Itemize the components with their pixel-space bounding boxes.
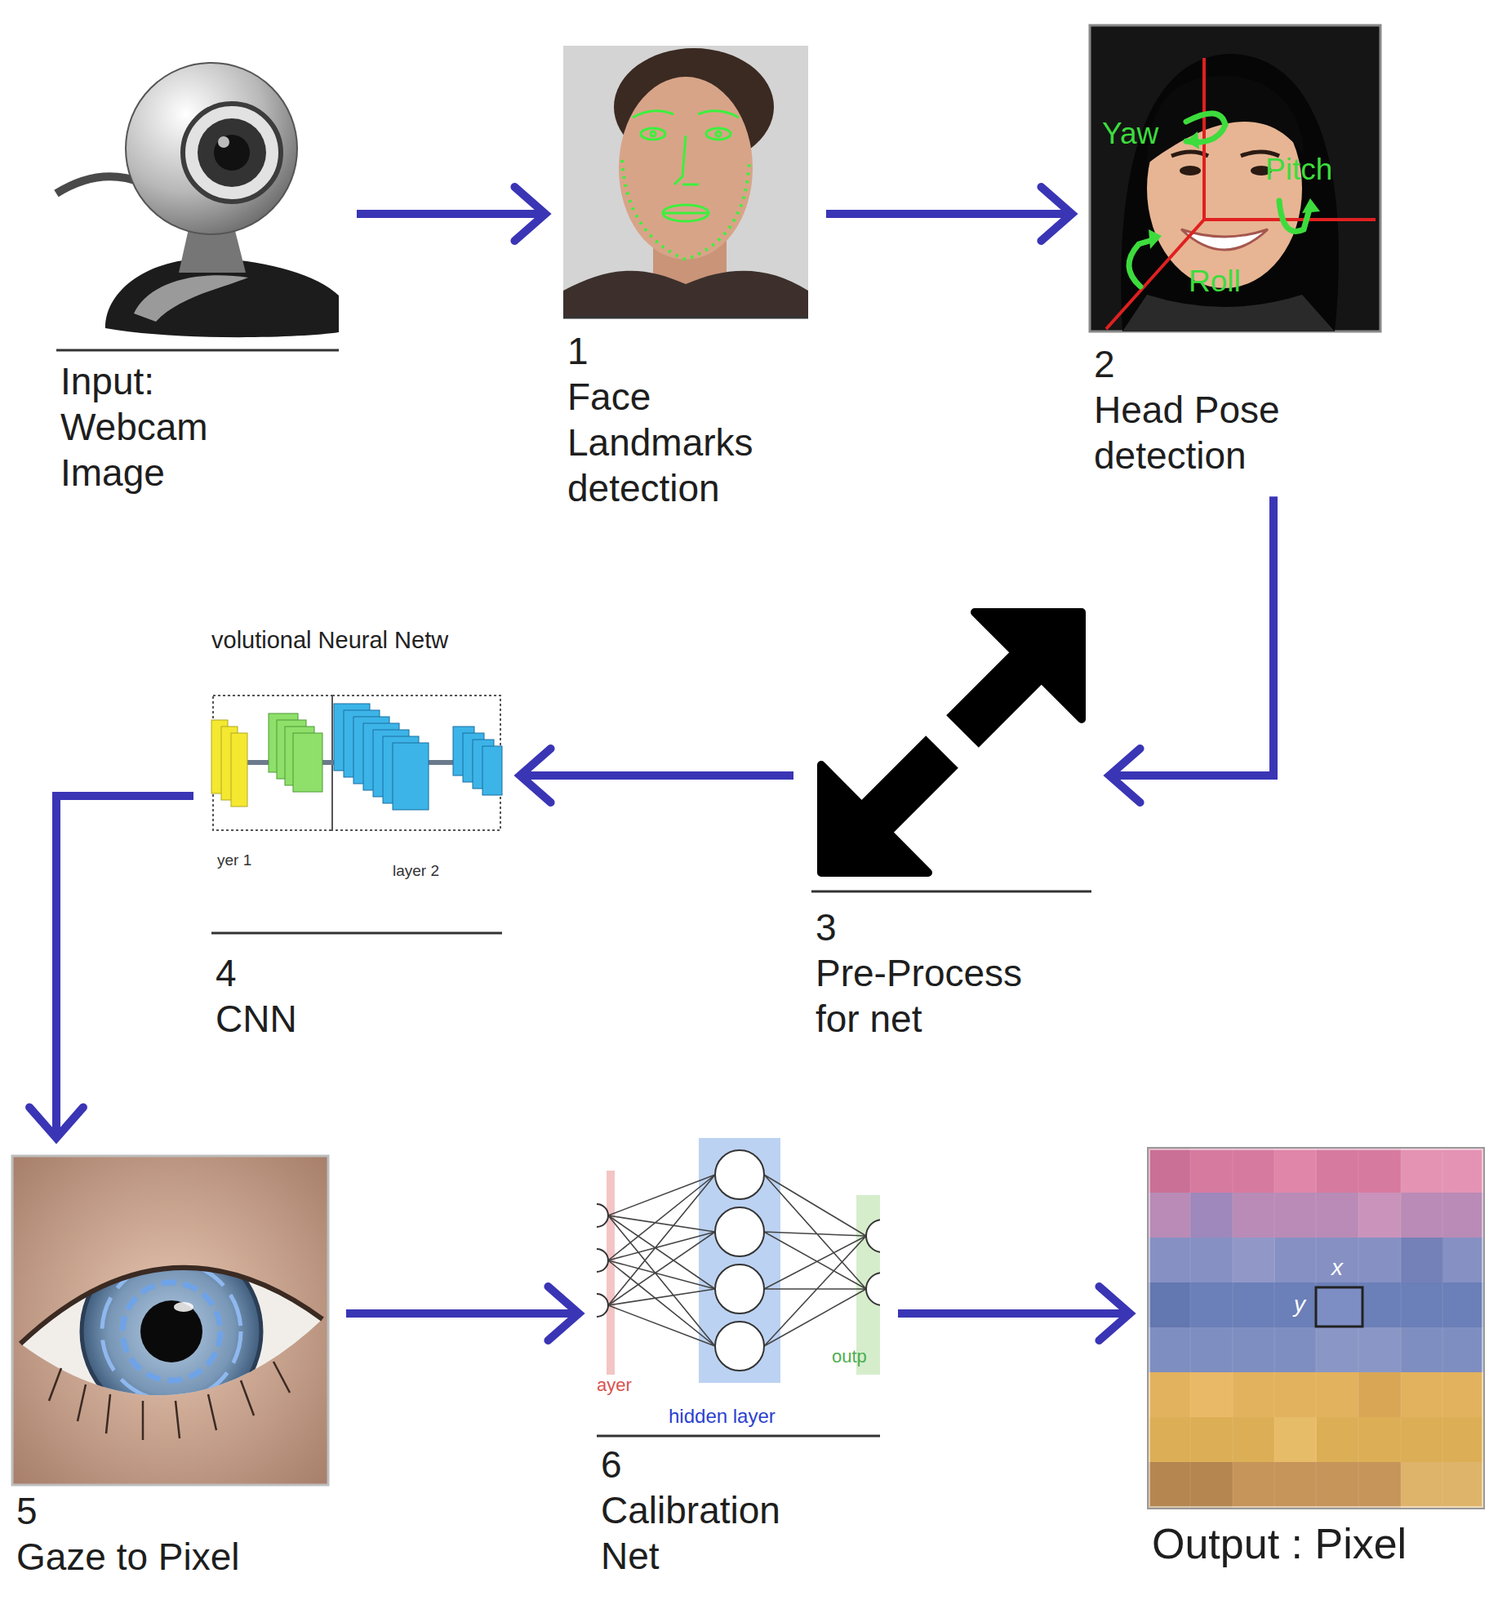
image-label: y: [1293, 1292, 1306, 1318]
image-area: [1147, 1147, 1485, 1519]
resize-icon: [811, 612, 1092, 892]
arrow-head: [1098, 1286, 1130, 1341]
arrow-shaft: [1109, 496, 1274, 776]
arrow-shaft: [897, 1309, 1130, 1318]
image-area: [12, 1155, 329, 1489]
arrow-head: [29, 1106, 84, 1138]
arrow-head: [1109, 748, 1141, 803]
flow-arrow: [346, 1286, 579, 1341]
image-area: [596, 1137, 881, 1442]
image-label: ayer: [596, 1375, 632, 1396]
arrow-shaft: [356, 209, 546, 218]
arrow-head: [514, 186, 546, 241]
step-number: 4: [211, 950, 461, 996]
step-number: 3: [811, 904, 1061, 951]
step-caption: Pre-Process for net: [811, 950, 1061, 1042]
flow-arrow: [356, 186, 546, 241]
pipeline-step: 6Calibration Net: [596, 1137, 881, 1579]
image-area: [56, 50, 339, 359]
head-pose-picture: [1089, 25, 1381, 332]
arrow-shaft: [346, 1309, 579, 1318]
image-label: Pitch: [1265, 153, 1333, 187]
image-area: [211, 622, 503, 951]
image-area: [811, 607, 1092, 905]
pipeline-step: 3Pre-Process for net: [811, 607, 1092, 1042]
image-label: Yaw: [1102, 117, 1159, 152]
image-label: outp: [831, 1346, 867, 1367]
flow-arrow: [29, 795, 194, 1138]
arrow-head: [520, 748, 552, 803]
face-picture: [563, 45, 809, 319]
image-area: [563, 45, 809, 329]
arrow-shaft: [56, 795, 194, 1138]
arrow-head: [1040, 186, 1072, 241]
pipeline-step: Input: Webcam Image: [56, 50, 339, 496]
pipeline-step: Output : Pixel: [1147, 1147, 1485, 1570]
step-caption: Input: Webcam Image: [56, 358, 289, 496]
pipeline-step: 2Head Pose detection: [1089, 25, 1381, 479]
webcam-picture: [56, 50, 339, 352]
network-picture: [585, 1137, 899, 1437]
eye-picture: [12, 1155, 329, 1485]
arrow-shaft: [520, 771, 794, 780]
flow-arrow: [897, 1286, 1130, 1341]
step-caption: CNN: [211, 995, 461, 1042]
pipeline-step: 1Face Landmarks detection: [563, 45, 809, 512]
step-caption: Gaze to Pixel: [12, 1533, 327, 1580]
step-caption: Face Landmarks detection: [563, 373, 805, 512]
step-caption: Calibration Net: [596, 1487, 830, 1579]
flow-arrow: [826, 186, 1072, 241]
image-label: layer 2: [392, 862, 440, 881]
image-label: yer 1: [217, 852, 252, 870]
step-number: 6: [596, 1441, 830, 1488]
image-label: volutional Neural Netw: [211, 627, 449, 654]
step-caption: Output : Pixel: [1147, 1518, 1479, 1570]
pipeline-step: 5Gaze to Pixel: [12, 1155, 329, 1580]
step-caption: Head Pose detection: [1089, 386, 1372, 479]
flow-arrow: [520, 748, 794, 803]
flow-arrow: [1109, 496, 1274, 803]
image-area: [1089, 25, 1381, 342]
step-number: 5: [12, 1488, 327, 1534]
image-label: x: [1331, 1255, 1343, 1281]
arrow-shaft: [826, 209, 1072, 218]
step-number: 1: [563, 328, 805, 374]
image-label: Roll: [1188, 265, 1241, 299]
pixel-grid-picture: [1147, 1147, 1485, 1509]
pipeline-step: 4CNN: [211, 622, 503, 1042]
cnn-picture: [211, 622, 503, 934]
arrow-head: [547, 1286, 579, 1341]
image-label: hidden layer: [668, 1405, 776, 1427]
step-number: 2: [1089, 341, 1372, 387]
